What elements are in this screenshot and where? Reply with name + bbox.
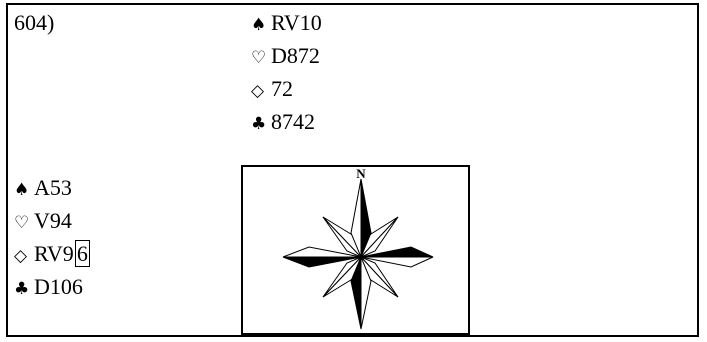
heart-icon: ♡ bbox=[251, 47, 271, 69]
diamond-icon: ◇ bbox=[14, 245, 34, 267]
north-spades: ♠RV10 bbox=[251, 12, 322, 36]
compass-rose-icon: N bbox=[243, 167, 468, 333]
west-diamonds-cards: RV9 bbox=[34, 241, 74, 266]
club-icon: ♣ bbox=[251, 113, 271, 135]
highlighted-card: 6 bbox=[75, 240, 90, 267]
west-hearts: ♡V94 bbox=[14, 210, 72, 234]
west-clubs-cards: D106 bbox=[34, 274, 83, 299]
compass-box: N bbox=[241, 165, 470, 335]
north-diamonds-cards: 72 bbox=[271, 76, 293, 101]
north-spades-cards: RV10 bbox=[271, 10, 322, 35]
west-spades: ♠A53 bbox=[14, 177, 72, 201]
north-clubs-cards: 8742 bbox=[271, 109, 315, 134]
diamond-icon: ◇ bbox=[251, 80, 271, 102]
north-hearts-cards: D872 bbox=[271, 43, 320, 68]
compass-north-label: N bbox=[356, 167, 366, 181]
north-diamonds: ◇72 bbox=[251, 78, 293, 102]
deal-number: 604) bbox=[14, 12, 54, 34]
west-hearts-cards: V94 bbox=[34, 208, 72, 233]
north-hearts: ♡D872 bbox=[251, 45, 320, 69]
spade-icon: ♠ bbox=[14, 179, 34, 201]
club-icon: ♣ bbox=[14, 278, 34, 300]
west-clubs: ♣D106 bbox=[14, 276, 83, 300]
north-clubs: ♣8742 bbox=[251, 111, 315, 135]
west-spades-cards: A53 bbox=[34, 175, 72, 200]
spade-icon: ♠ bbox=[251, 14, 271, 36]
heart-icon: ♡ bbox=[14, 212, 34, 234]
